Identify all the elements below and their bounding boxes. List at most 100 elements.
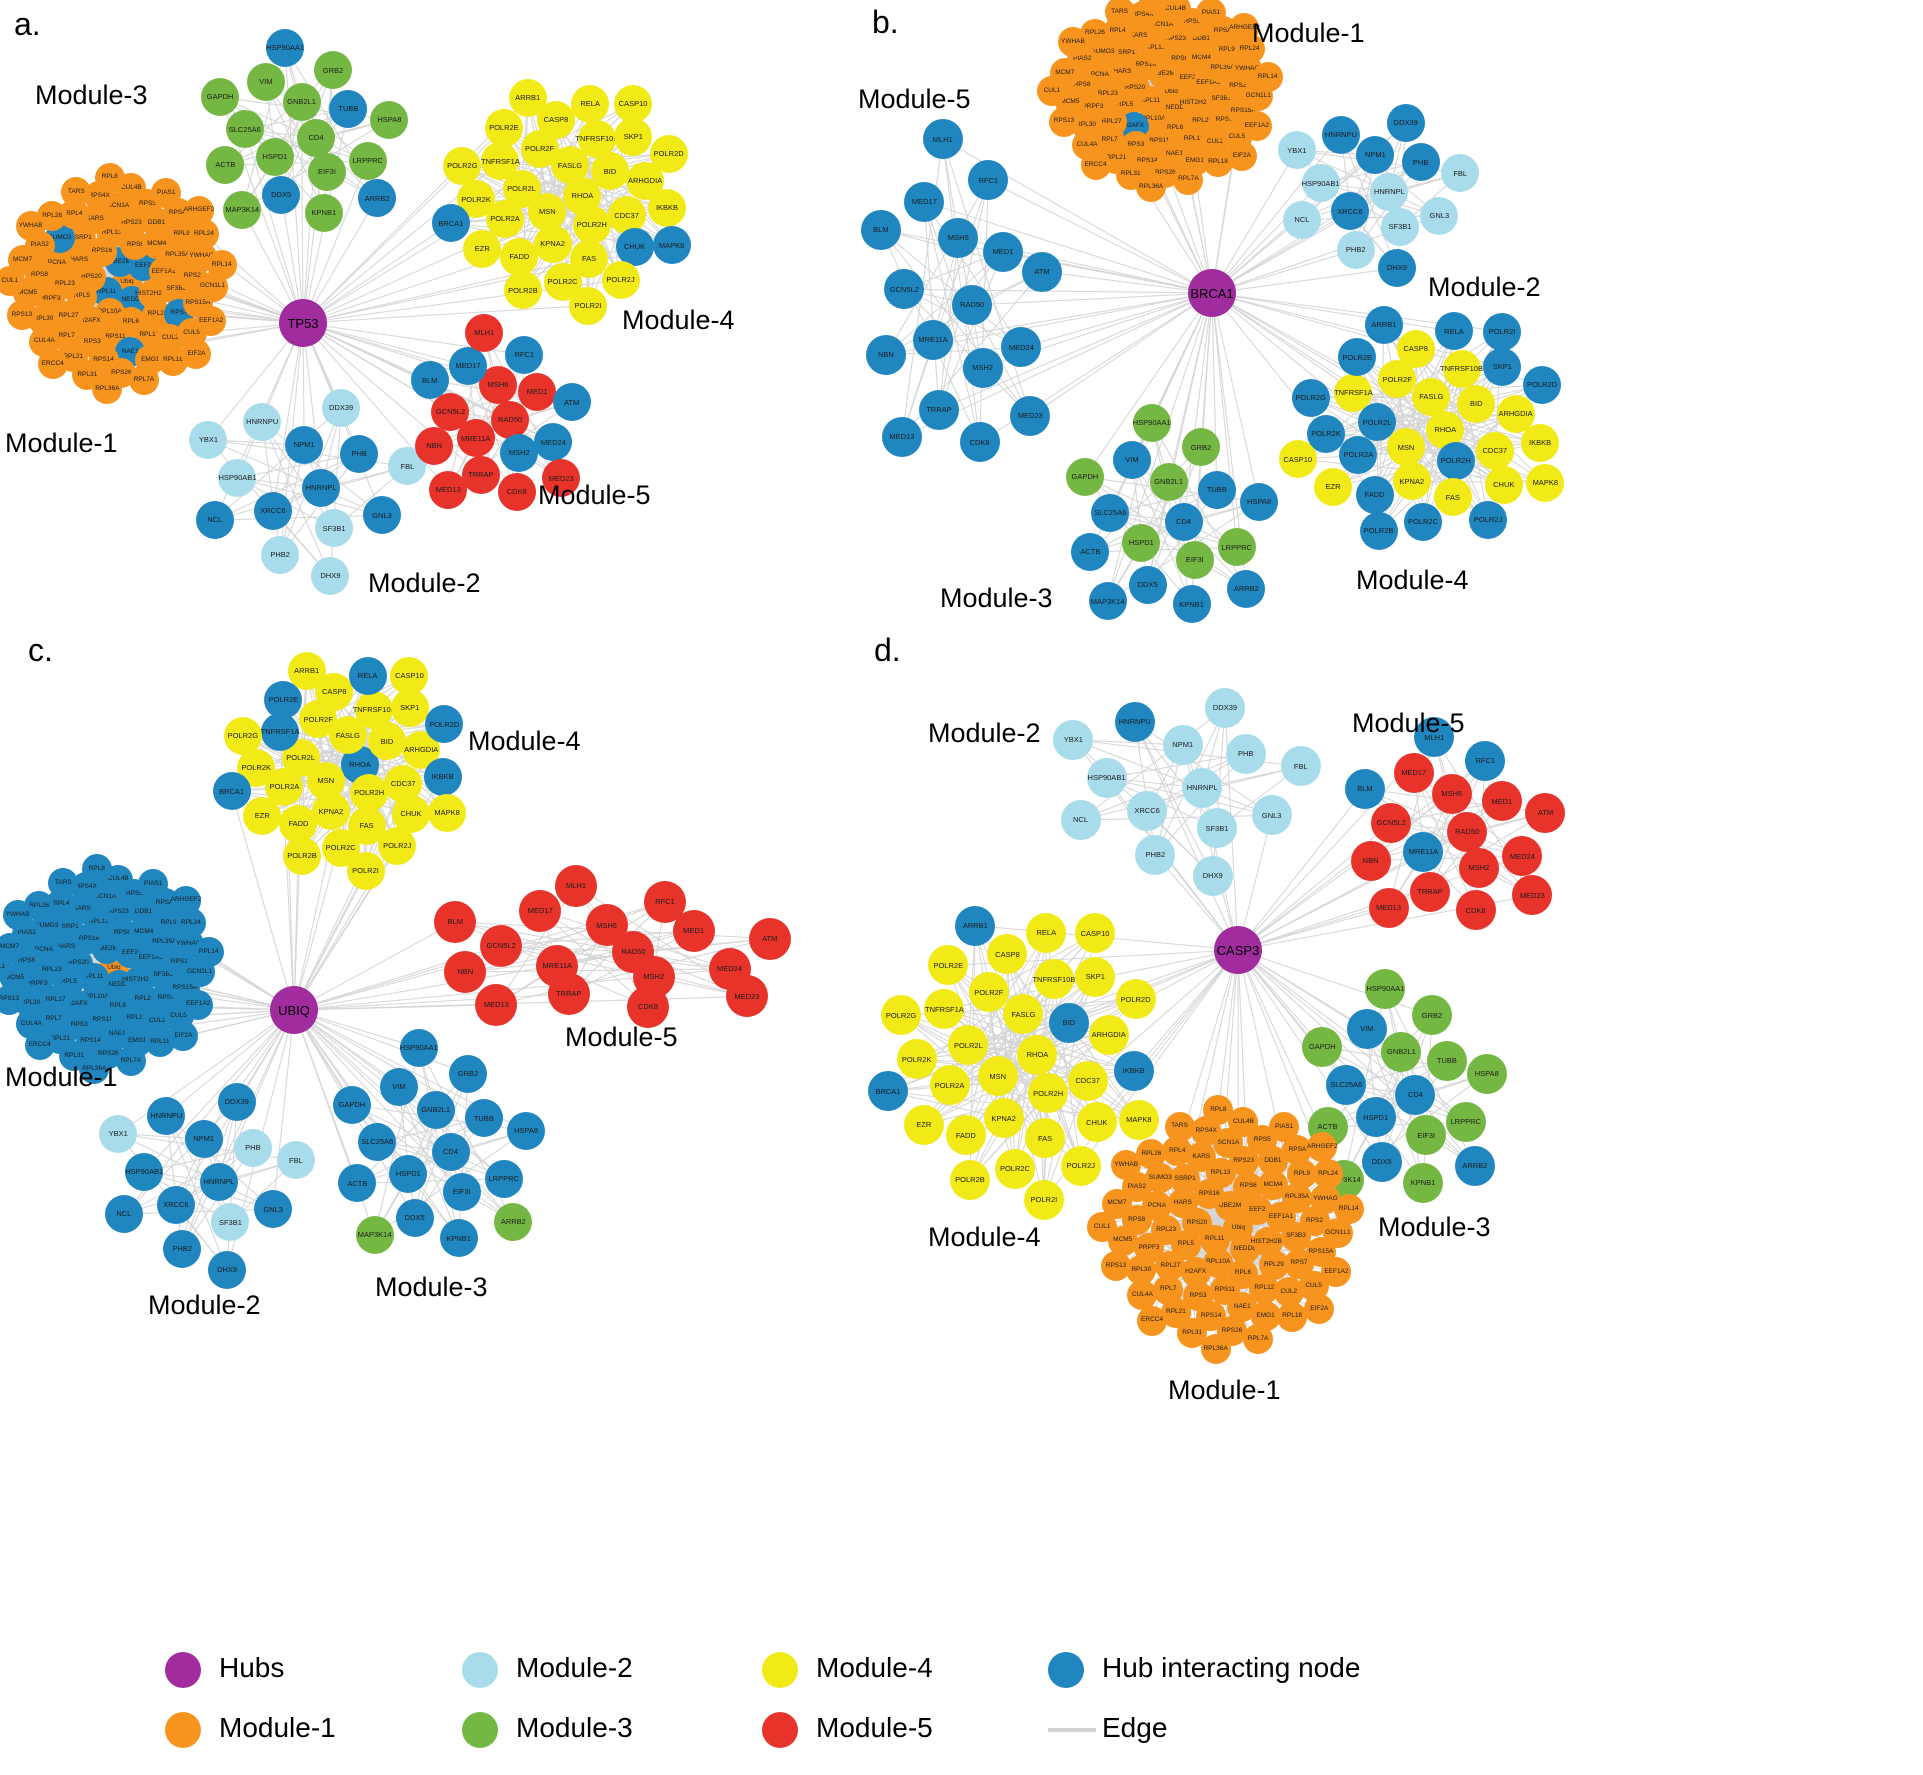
module4-node[interactable]: IKBKB	[1521, 423, 1560, 462]
hub-interacting-node[interactable]: POLR2D	[1523, 365, 1561, 404]
module4-node[interactable]: IKBKB	[647, 189, 686, 228]
hub-interacting-node[interactable]: EIF2A	[168, 1020, 199, 1051]
hub-interacting-node[interactable]: HSPA8	[506, 1111, 545, 1150]
module2-node[interactable]: PHB2	[261, 536, 300, 575]
module4-node[interactable]: POLR2E	[484, 109, 523, 148]
hub-interacting-node[interactable]: VIM	[1346, 1008, 1387, 1049]
module4-node[interactable]: POLR2I	[1023, 1179, 1064, 1220]
module1-node[interactable]: ERCC4	[37, 348, 68, 379]
hub-interacting-node[interactable]: ATM	[552, 383, 591, 422]
module1-node[interactable]: PIAS1	[1269, 1112, 1300, 1143]
module1-node[interactable]: YWHAB	[1111, 1149, 1142, 1180]
hub-interacting-node[interactable]: DDX5	[1128, 565, 1167, 604]
module4-node[interactable]: POLR2G	[223, 717, 262, 756]
module5-node[interactable]: CDK8	[627, 985, 669, 1028]
hub-interacting-node[interactable]: TUBB	[1197, 470, 1236, 509]
hub-interacting-node[interactable]: HSPA8	[1239, 482, 1278, 521]
module4-node[interactable]: POLR2I	[346, 851, 385, 890]
module4-node[interactable]: FADD	[500, 237, 539, 276]
hub-interacting-node[interactable]: PHB	[1401, 143, 1440, 182]
hub-interacting-node[interactable]: PIAS1	[138, 868, 169, 899]
module2-node[interactable]: HSP90AB1	[218, 458, 257, 497]
module3-node[interactable]: MAP3K14	[355, 1216, 394, 1255]
module3-node[interactable]: HSPA8	[1466, 1053, 1507, 1094]
module1-node[interactable]: RPL9	[1286, 1159, 1317, 1190]
module1-node[interactable]: RPL8	[94, 162, 125, 193]
module1-node[interactable]: RPS13	[6, 300, 37, 331]
hub-interacting-node[interactable]: GRB2	[448, 1054, 487, 1093]
hub-interacting-node[interactable]: MED17	[449, 346, 488, 385]
module2-node[interactable]: NCL	[1060, 800, 1101, 841]
hub-interacting-node[interactable]: NCL	[195, 501, 234, 540]
hub-interacting-node[interactable]: ATM	[1022, 251, 1063, 292]
module2-node[interactable]: DHX9	[1192, 856, 1233, 897]
hub-interacting-node[interactable]: POLR2L	[1358, 403, 1397, 442]
module4-node[interactable]: CASP8	[1396, 329, 1435, 368]
hub-interacting-node[interactable]: NBN	[865, 334, 906, 375]
module3-node[interactable]: GNB2L1	[1149, 462, 1188, 501]
module4-node[interactable]: TNFRSF10B	[353, 690, 396, 729]
module1-node[interactable]: RPL30	[1126, 1255, 1157, 1286]
hub-interacting-node[interactable]: POLR2A	[1339, 435, 1378, 474]
hub-interacting-node[interactable]: CD4	[431, 1133, 470, 1171]
module3-node[interactable]: GRB2	[313, 51, 352, 90]
hub-interacting-node[interactable]: HSP90AB1	[125, 1152, 164, 1191]
module4-node[interactable]: BID	[591, 152, 630, 191]
module2-node[interactable]: GNL3	[1251, 795, 1292, 836]
module2-node[interactable]: SF3B1	[1380, 207, 1419, 246]
module3-node[interactable]: GAPDH	[1302, 1026, 1343, 1067]
module4-node[interactable]: ARHGDIA	[1088, 1014, 1129, 1055]
module3-node[interactable]: HSPD1	[256, 138, 294, 177]
module5-node[interactable]: NBN	[444, 950, 487, 993]
hub-interacting-node[interactable]: MRE11A	[1403, 832, 1444, 873]
hub-interacting-node[interactable]: RPL7A	[115, 1045, 146, 1076]
hub-interacting-node[interactable]: XRCC6	[156, 1185, 195, 1224]
module4-node[interactable]: POLR2F	[968, 972, 1009, 1013]
hub-interacting-node[interactable]: LRPPRC	[484, 1159, 523, 1198]
module3-node[interactable]: HSPA8	[370, 100, 409, 139]
hub-interacting-node[interactable]: XRCC6	[1330, 192, 1369, 231]
module2-node[interactable]: YBX1	[1053, 719, 1094, 760]
hub-interacting-node[interactable]: MED24	[534, 423, 573, 462]
hub-interacting-node[interactable]: RFC1	[968, 160, 1009, 201]
hub-interacting-node[interactable]: MED24	[1001, 327, 1042, 368]
module2-node[interactable]: HNRNPU	[243, 402, 282, 441]
module3-node[interactable]: MAP3K14	[223, 190, 262, 229]
module2-node[interactable]: SF3B1	[1196, 808, 1237, 849]
module4-node[interactable]: CASP10	[1075, 913, 1116, 954]
module1-node[interactable]: RPL31	[1177, 1318, 1208, 1349]
hub-interacting-node[interactable]: PHB	[340, 434, 379, 473]
hub-interacting-node[interactable]: RFC1	[1465, 740, 1506, 781]
module5-node[interactable]: MED13	[1368, 887, 1409, 928]
module1-node[interactable]: RPL36A	[92, 374, 123, 405]
module1-node[interactable]: ARHGEF2	[184, 195, 214, 226]
module5-node[interactable]: MED23	[1512, 875, 1553, 916]
module4-node[interactable]: POLR2C	[543, 263, 582, 301]
module5-node[interactable]: RFC1	[643, 881, 686, 924]
module1-node[interactable]: RPL8	[1203, 1095, 1234, 1126]
hub-interacting-node[interactable]: EEF1A2	[183, 989, 214, 1020]
hub-interacting-node[interactable]: GAPDH	[332, 1085, 371, 1124]
module5-node[interactable]: MSH2	[1458, 848, 1499, 888]
module3-node[interactable]: GRB2	[1411, 995, 1452, 1036]
module4-node[interactable]: POLR2J	[378, 826, 417, 865]
module4-node[interactable]: MSN	[1386, 428, 1425, 467]
module5-node[interactable]: CDK8	[497, 473, 536, 512]
hub-interacting-node[interactable]: MED23	[1010, 396, 1051, 437]
module4-node[interactable]: FAS	[1433, 478, 1472, 517]
hub-interacting-node[interactable]: POLR2E	[1338, 338, 1377, 377]
module4-node[interactable]: CHUK	[1484, 465, 1523, 504]
hub-interacting-node[interactable]: HSPD1	[1355, 1097, 1396, 1138]
module3-node[interactable]: KPNB1	[1403, 1162, 1444, 1203]
hub-interacting-node[interactable]: POLR2B	[1359, 511, 1398, 550]
module5-node[interactable]: MED23	[725, 975, 768, 1018]
module3-node[interactable]: GAPDH	[201, 78, 240, 117]
hub-interacting-node[interactable]: ERCC4	[24, 1030, 55, 1061]
module2-node[interactable]: YBX1	[189, 420, 228, 459]
hub-interacting-node[interactable]: ARRB1	[955, 905, 996, 946]
module2-node[interactable]: NPM1	[1162, 725, 1203, 766]
module3-node[interactable]: HSP90AA1	[1132, 403, 1171, 442]
module1-node[interactable]: RPS13	[1101, 1250, 1132, 1281]
module4-node[interactable]: ARHGDIA	[1496, 394, 1535, 433]
module1-node[interactable]: TARS	[61, 177, 92, 208]
